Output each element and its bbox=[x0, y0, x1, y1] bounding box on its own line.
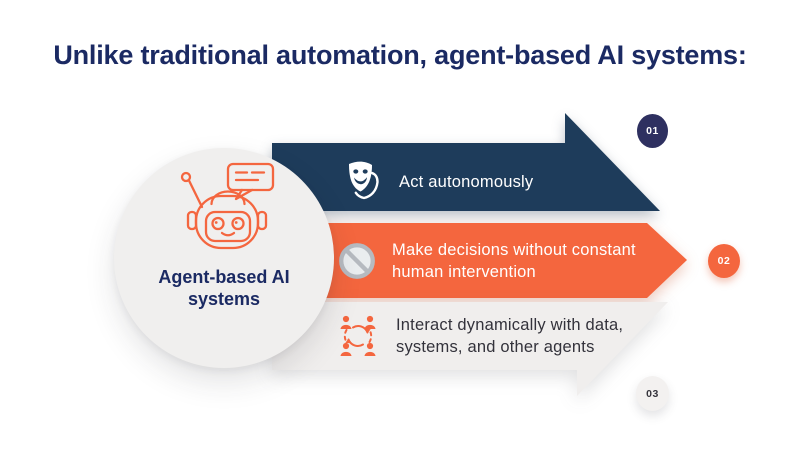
theater-masks-icon bbox=[349, 161, 379, 200]
step-3-row: Interact dynamically with data, systems,… bbox=[334, 302, 623, 370]
step-3-number-badge: 03 bbox=[636, 376, 669, 411]
arrow-step-1 bbox=[272, 113, 660, 211]
hub-label: Agent-based AI systems bbox=[158, 267, 290, 309]
step-2-row: Make decisions without constant human in… bbox=[336, 224, 636, 298]
hub-circle: Agent-based AI systems bbox=[114, 148, 334, 368]
page-title: Unlike traditional automation, agent-bas… bbox=[53, 40, 747, 70]
arrow-step-2 bbox=[272, 223, 687, 298]
step-2-label: Make decisions without constant human in… bbox=[392, 241, 636, 281]
step-2-number-badge: 02 bbox=[708, 244, 740, 278]
robot-icon bbox=[180, 162, 275, 250]
step-1-label: Act autonomously bbox=[399, 173, 534, 191]
step-1-number-badge: 01 bbox=[637, 114, 668, 148]
people-cycle-icon bbox=[340, 315, 376, 356]
no-sign-icon bbox=[339, 243, 375, 279]
step-3-label: Interact dynamically with data, systems,… bbox=[396, 316, 624, 356]
step-1-row: Act autonomously bbox=[341, 153, 533, 211]
